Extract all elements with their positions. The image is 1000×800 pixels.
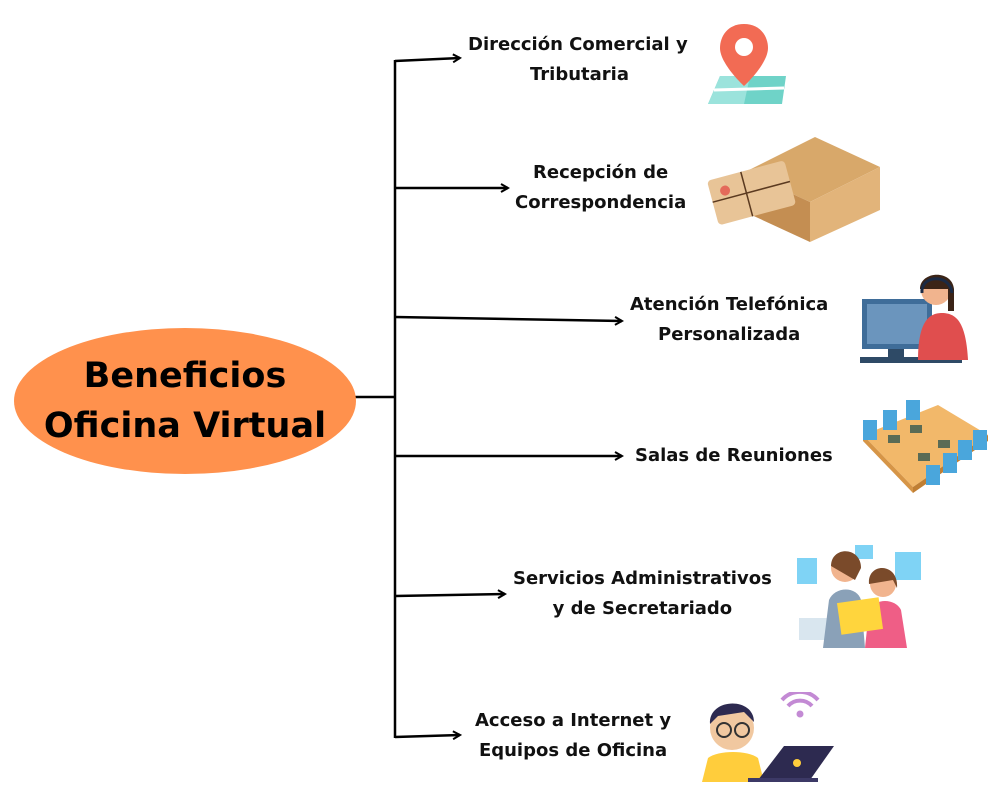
- label-line: Correspondencia: [515, 192, 687, 213]
- benefit-label-phone: Atención Telefónica Personalizada: [630, 290, 828, 350]
- label-line: Servicios Administrativos: [513, 568, 772, 589]
- map-pin-icon: [708, 24, 786, 104]
- central-topic: Beneficios Oficina Virtual: [14, 328, 356, 474]
- benefit-label-internet: Acceso a Internet y Equipos de Oficina: [475, 706, 671, 766]
- meeting-room-icon: [863, 400, 988, 493]
- label-line: Dirección Comercial y: [468, 34, 688, 55]
- label-line: Personalizada: [658, 324, 801, 345]
- arrow-5: [394, 594, 505, 596]
- benefit-label-address: Dirección Comercial y Tributaria: [468, 30, 688, 90]
- office-workers-icon: [797, 545, 921, 648]
- label-line: y de Secretariado: [552, 598, 733, 619]
- label-line: Atención Telefónica: [630, 294, 829, 315]
- arrow-3: [394, 315, 622, 321]
- benefit-label-meeting: Salas de Reuniones: [635, 441, 833, 471]
- arrow-6: [394, 735, 460, 737]
- label-line: Salas de Reuniones: [635, 445, 833, 466]
- label-line: Recepción de: [533, 162, 669, 183]
- benefit-label-admin: Servicios Administrativos y de Secretari…: [513, 564, 772, 624]
- benefit-label-mail: Recepción de Correspondencia: [515, 158, 686, 218]
- internet-laptop-icon: [702, 692, 834, 782]
- arrow-1: [394, 58, 460, 61]
- package-box-icon: [707, 137, 880, 242]
- central-topic-line2: Oficina Virtual: [43, 406, 327, 446]
- label-line: Acceso a Internet y: [475, 710, 672, 731]
- label-line: Tributaria: [530, 64, 629, 85]
- central-topic-line1: Beneficios: [83, 356, 287, 396]
- call-center-agent-icon: [860, 274, 968, 363]
- label-line: Equipos de Oficina: [478, 740, 668, 761]
